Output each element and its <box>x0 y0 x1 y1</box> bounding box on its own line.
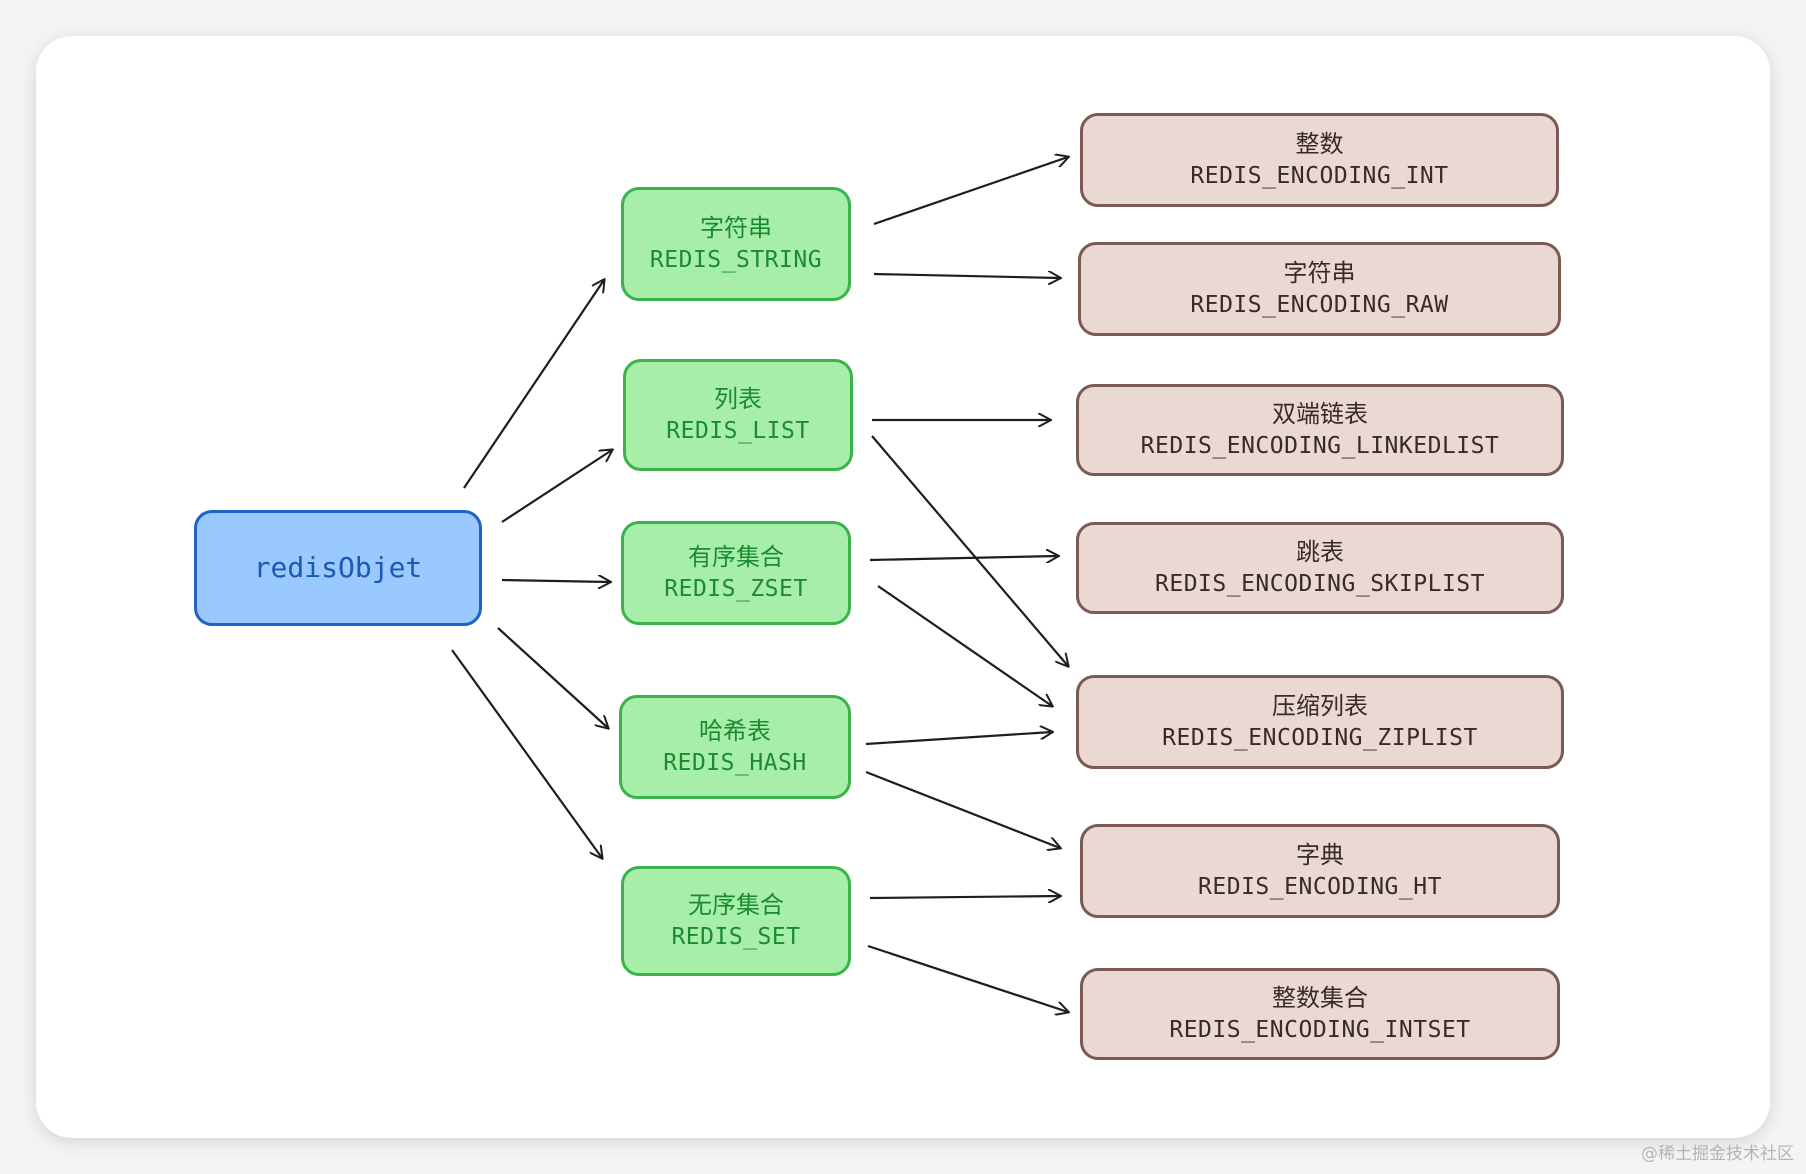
arrow-root-to-string <box>463 280 604 489</box>
watermark-text: @稀土掘金技术社区 <box>1641 1144 1794 1164</box>
arrow-hash-to-ziplist <box>865 732 1052 746</box>
node-type-string-code: REDIS_STRING <box>649 247 823 273</box>
node-encoding-intset-code: REDIS_ENCODING_INTSET <box>1169 1017 1471 1043</box>
node-redisobjet: redisObjet <box>194 510 482 626</box>
node-encoding-int: 整数 REDIS_ENCODING_INT <box>1080 113 1559 207</box>
node-encoding-intset-cn: 整数集合 <box>1272 984 1368 1012</box>
node-encoding-int-cn: 整数 <box>1295 130 1344 158</box>
node-encoding-ziplist-cn: 压缩列表 <box>1272 692 1368 720</box>
arrow-set-to-intset <box>867 944 1068 1012</box>
node-encoding-skiplist-code: REDIS_ENCODING_SKIPLIST <box>1155 571 1485 597</box>
arrow-root-to-zset <box>501 580 610 582</box>
node-encoding-ziplist: 压缩列表 REDIS_ENCODING_ZIPLIST <box>1076 675 1564 769</box>
node-encoding-raw: 字符串 REDIS_ENCODING_RAW <box>1078 242 1561 336</box>
node-encoding-ht-code: REDIS_ENCODING_HT <box>1198 874 1442 900</box>
arrow-zset-to-skiplist <box>869 556 1058 560</box>
arrow-string-to-raw <box>873 274 1060 278</box>
node-type-set: 无序集合 REDIS_SET <box>621 866 851 976</box>
node-type-list: 列表 REDIS_LIST <box>623 359 853 471</box>
node-encoding-ht: 字典 REDIS_ENCODING_HT <box>1080 824 1560 918</box>
node-type-list-cn: 列表 <box>714 385 762 413</box>
arrow-list-to-ziplist <box>871 435 1068 666</box>
node-encoding-raw-cn: 字符串 <box>1283 259 1356 287</box>
node-encoding-raw-code: REDIS_ENCODING_RAW <box>1190 292 1449 318</box>
arrow-root-to-list <box>501 450 612 523</box>
node-encoding-intset: 整数集合 REDIS_ENCODING_INTSET <box>1080 968 1560 1060</box>
node-type-list-code: REDIS_LIST <box>666 418 810 444</box>
node-encoding-ht-cn: 字典 <box>1296 841 1344 869</box>
node-type-zset: 有序集合 REDIS_ZSET <box>621 521 851 625</box>
node-encoding-linkedlist-code: REDIS_ENCODING_LINKEDLIST <box>1140 433 1500 459</box>
node-type-zset-code: REDIS_ZSET <box>664 576 808 602</box>
node-encoding-linkedlist: 双端链表 REDIS_ENCODING_LINKEDLIST <box>1076 384 1564 476</box>
node-type-hash-cn: 哈希表 <box>699 717 771 745</box>
arrow-set-to-ht <box>869 896 1060 898</box>
node-redisobjet-label: redisObjet <box>253 551 423 584</box>
node-type-hash: 哈希表 REDIS_HASH <box>619 695 851 799</box>
arrow-hash-to-ht <box>865 770 1060 848</box>
arrow-zset-to-ziplist <box>877 585 1052 706</box>
node-type-set-code: REDIS_SET <box>671 924 801 950</box>
node-encoding-skiplist: 跳表 REDIS_ENCODING_SKIPLIST <box>1076 522 1564 614</box>
node-type-hash-code: REDIS_HASH <box>663 750 807 776</box>
node-type-zset-cn: 有序集合 <box>688 543 784 571</box>
arrow-root-to-set <box>451 649 602 858</box>
node-type-string-cn: 字符串 <box>700 214 772 242</box>
node-type-string: 字符串 REDIS_STRING <box>621 187 851 301</box>
node-type-set-cn: 无序集合 <box>688 891 784 919</box>
node-encoding-linkedlist-cn: 双端链表 <box>1272 400 1368 428</box>
node-encoding-ziplist-code: REDIS_ENCODING_ZIPLIST <box>1162 725 1478 751</box>
node-encoding-skiplist-cn: 跳表 <box>1296 538 1344 566</box>
arrow-string-to-int <box>873 157 1068 226</box>
arrow-root-to-hash <box>497 627 608 728</box>
node-encoding-int-code: REDIS_ENCODING_INT <box>1190 163 1449 189</box>
